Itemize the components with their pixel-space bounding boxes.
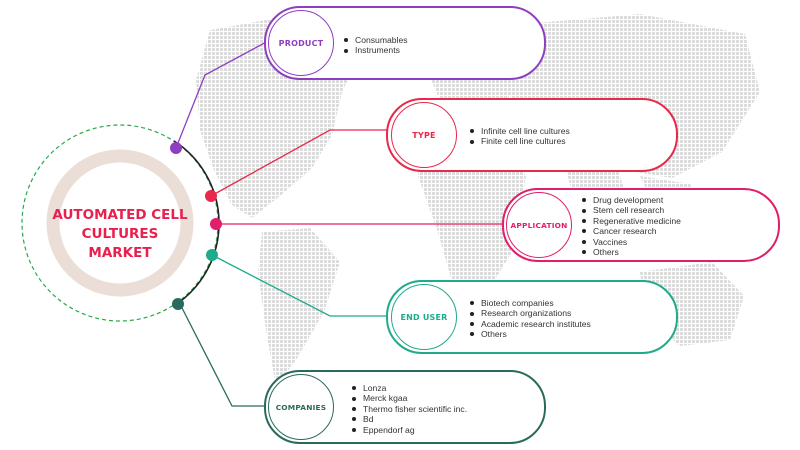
segment-label: APPLICATION bbox=[510, 220, 568, 230]
segment-label: TYPE bbox=[412, 130, 436, 140]
connector-type bbox=[210, 129, 392, 197]
segment-tag-type: TYPE bbox=[391, 102, 457, 168]
list-item: Instruments bbox=[344, 45, 408, 55]
list-item: Finite cell line cultures bbox=[470, 136, 570, 146]
inner-ring bbox=[46, 149, 194, 297]
list-item: Others bbox=[470, 329, 591, 339]
segment-list-type: Infinite cell line cultures Finite cell … bbox=[470, 126, 570, 147]
list-item: Regenerative medicine bbox=[582, 216, 681, 226]
segment-list-end-user: Biotech companies Research organizations… bbox=[470, 298, 591, 340]
segment-list-product: Consumables Instruments bbox=[344, 35, 408, 56]
node-dot-companies bbox=[172, 298, 184, 310]
list-item: Vaccines bbox=[582, 237, 681, 247]
center-title-line: AUTOMATED CELL bbox=[52, 207, 188, 223]
connector-end-user bbox=[211, 254, 392, 317]
center-title-line: MARKET bbox=[88, 245, 152, 261]
center-title-line: CULTURES bbox=[81, 226, 159, 242]
list-item: Others bbox=[582, 247, 681, 257]
segment-list-application: Drug development Stem cell research Rege… bbox=[582, 195, 681, 257]
list-item: Lonza bbox=[352, 383, 467, 393]
list-item: Thermo fisher scientific inc. bbox=[352, 404, 467, 414]
node-dot-application bbox=[210, 218, 222, 230]
list-item: Eppendorf ag bbox=[352, 425, 467, 435]
list-item: Merck kgaa bbox=[352, 393, 467, 403]
segment-tag-product: PRODUCT bbox=[268, 10, 334, 76]
node-dot-type bbox=[205, 190, 217, 202]
list-item: Research organizations bbox=[470, 308, 591, 318]
list-item: Consumables bbox=[344, 35, 408, 45]
segment-tag-application: APPLICATION bbox=[506, 192, 572, 258]
segment-tag-end-user: END USER bbox=[391, 284, 457, 350]
list-item: Bd bbox=[352, 414, 467, 424]
node-dot-end-user bbox=[206, 249, 218, 261]
segment-label: PRODUCT bbox=[278, 38, 324, 48]
list-item: Academic research institutes bbox=[470, 319, 591, 329]
list-item: Cancer research bbox=[582, 226, 681, 236]
connector-companies bbox=[179, 303, 268, 407]
center-title: AUTOMATED CELL CULTURES MARKET bbox=[40, 206, 200, 263]
segment-tag-companies: COMPANIES bbox=[268, 374, 334, 440]
connector-product bbox=[175, 39, 271, 149]
segment-list-companies: Lonza Merck kgaa Thermo fisher scientifi… bbox=[352, 383, 467, 435]
list-item: Biotech companies bbox=[470, 298, 591, 308]
list-item: Drug development bbox=[582, 195, 681, 205]
segment-label: COMPANIES bbox=[275, 402, 327, 412]
list-item: Stem cell research bbox=[582, 205, 681, 215]
segment-label: END USER bbox=[400, 312, 448, 322]
list-item: Infinite cell line cultures bbox=[470, 126, 570, 136]
node-dot-product bbox=[170, 142, 182, 154]
